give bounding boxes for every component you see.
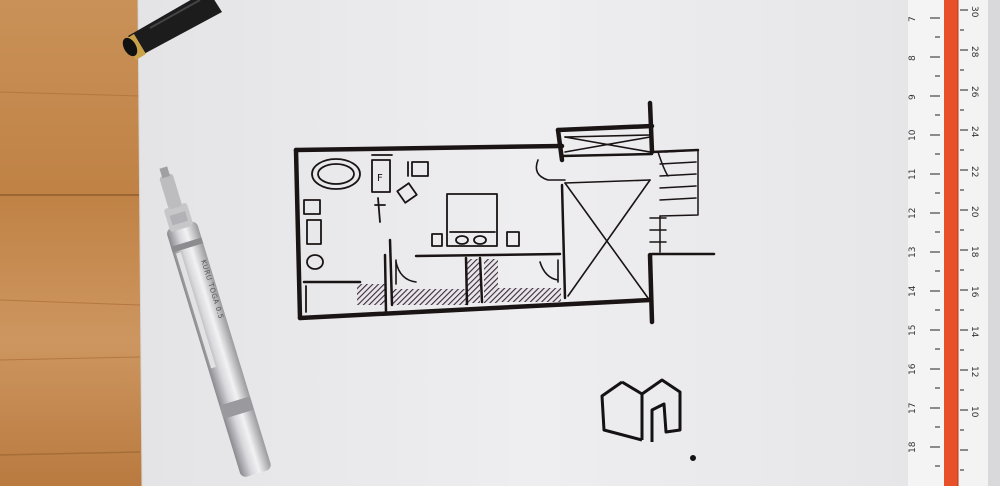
ruler-tick-label: 24 — [969, 126, 979, 138]
ruler-tick-label: 9 — [908, 94, 918, 100]
marker-pen — [122, 0, 222, 60]
ruler-tick-label: 26 — [969, 86, 979, 98]
floor-plan-sketch: F — [293, 100, 716, 325]
ruler-tick-label: 22 — [969, 166, 979, 177]
fixture-label: F — [377, 173, 383, 184]
exterior-walls — [293, 100, 655, 325]
ruler-outer-labels: 30 28 26 24 22 20 18 16 14 12 10 — [969, 6, 979, 418]
ruler-tick-label: 14 — [908, 285, 918, 297]
armchairs — [396, 161, 429, 204]
ruler-tick-label: 10 — [969, 406, 979, 418]
ruler-tick-label: 30 — [969, 6, 979, 18]
wardrobe-fixture — [371, 154, 393, 223]
ruler-tick-label: 12 — [969, 366, 979, 377]
ruler-tick-label: 15 — [908, 325, 918, 336]
ruler-tick-label: 14 — [969, 326, 979, 338]
bed — [431, 193, 520, 247]
ruler-tick-label: 18 — [969, 246, 979, 258]
stair-void — [535, 134, 651, 299]
ruler-tick-label: 17 — [908, 403, 918, 414]
ruler-inner-labels: 7 8 9 10 11 12 13 14 15 16 17 18 — [908, 16, 918, 453]
ruler-tick-label: 16 — [969, 286, 979, 298]
interior-walls — [302, 148, 716, 314]
ruler-tick-label: 13 — [908, 247, 918, 258]
ruler-tick-label: 7 — [908, 16, 918, 22]
ruler-tick-label: 12 — [908, 208, 918, 219]
ruler-tick-label: 28 — [969, 46, 979, 58]
ruler-tick-label: 18 — [908, 441, 918, 453]
bathroom-fixtures — [303, 158, 361, 313]
doors — [395, 259, 559, 285]
hatched-walls — [357, 259, 561, 305]
logo-sketch — [600, 378, 696, 461]
ruler-tick-label: 8 — [908, 55, 918, 61]
paper-sheet — [137, 0, 925, 486]
ruler-tick-label: 11 — [908, 169, 918, 180]
ruler: 7 8 9 10 11 12 13 14 15 16 17 18 — [908, 0, 1000, 486]
ruler-tick-label: 16 — [908, 363, 918, 375]
staircase — [649, 149, 699, 253]
ruler-tick-label: 10 — [908, 129, 918, 141]
ruler-tick-label: 20 — [969, 206, 979, 218]
